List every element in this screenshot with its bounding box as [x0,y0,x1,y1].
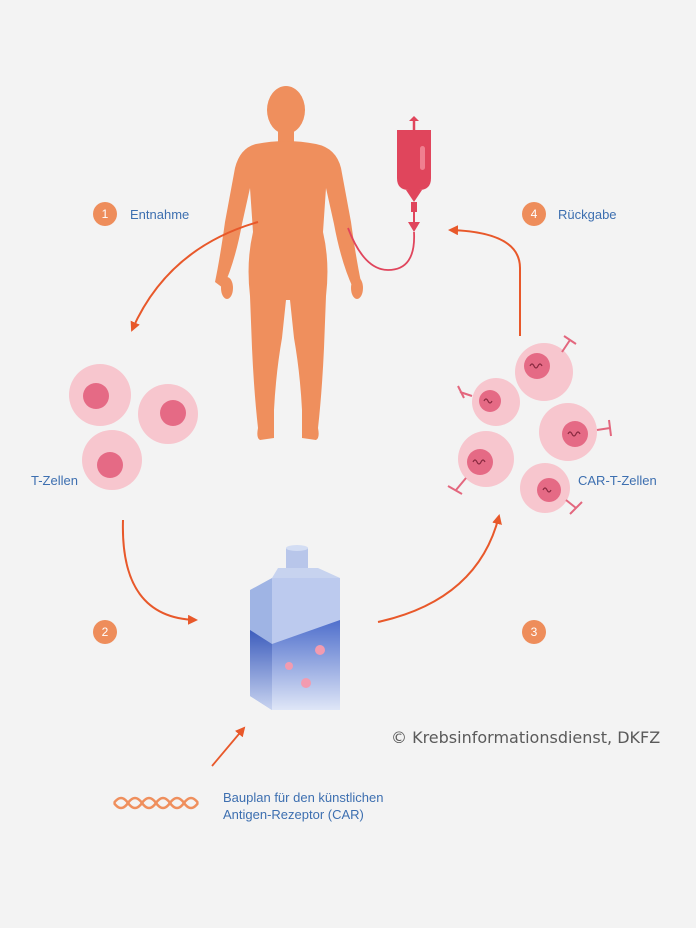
arrow-blueprint [211,726,246,767]
car-t-cell-group [447,335,612,515]
step-2-badge: 2 [93,620,117,644]
arrow-to-car-cells [377,514,502,623]
car-t-cell-icon [447,431,514,495]
car-t-cell-icon [515,335,577,401]
arrow-entnahme [130,221,259,332]
copyright-notice: © Krebsinformationsdienst, DKFZ [391,728,661,747]
infusion-bag-icon [347,116,431,271]
blueprint-label-line1: Bauplan für den künstlichen [223,790,384,805]
step-3-badge: 3 [522,620,546,644]
blueprint-label-line2: Antigen-Rezeptor (CAR) [223,807,364,822]
t-cells-label: T-Zellen [31,473,78,488]
culture-flask-icon [250,545,340,710]
human-body-icon [215,86,363,440]
step-4-badge: 4 [522,202,546,226]
t-cell-icon [138,384,198,444]
car-t-cells-label: CAR-T-Zellen [578,473,657,488]
dna-strand-icon [112,796,200,810]
arrow-to-flask [121,519,198,625]
t-cell-group [69,364,198,490]
step-4-label: Rückgabe [558,207,617,222]
t-cell-icon [82,430,142,490]
car-t-cell-icon [539,403,612,461]
t-cell-icon [69,364,131,426]
car-t-cell-icon [520,463,583,515]
step-1-badge: 1 [93,202,117,226]
car-t-cell-icon [457,378,520,426]
step-1-label: Entnahme [130,207,190,222]
arrow-rueckgabe [448,225,521,336]
